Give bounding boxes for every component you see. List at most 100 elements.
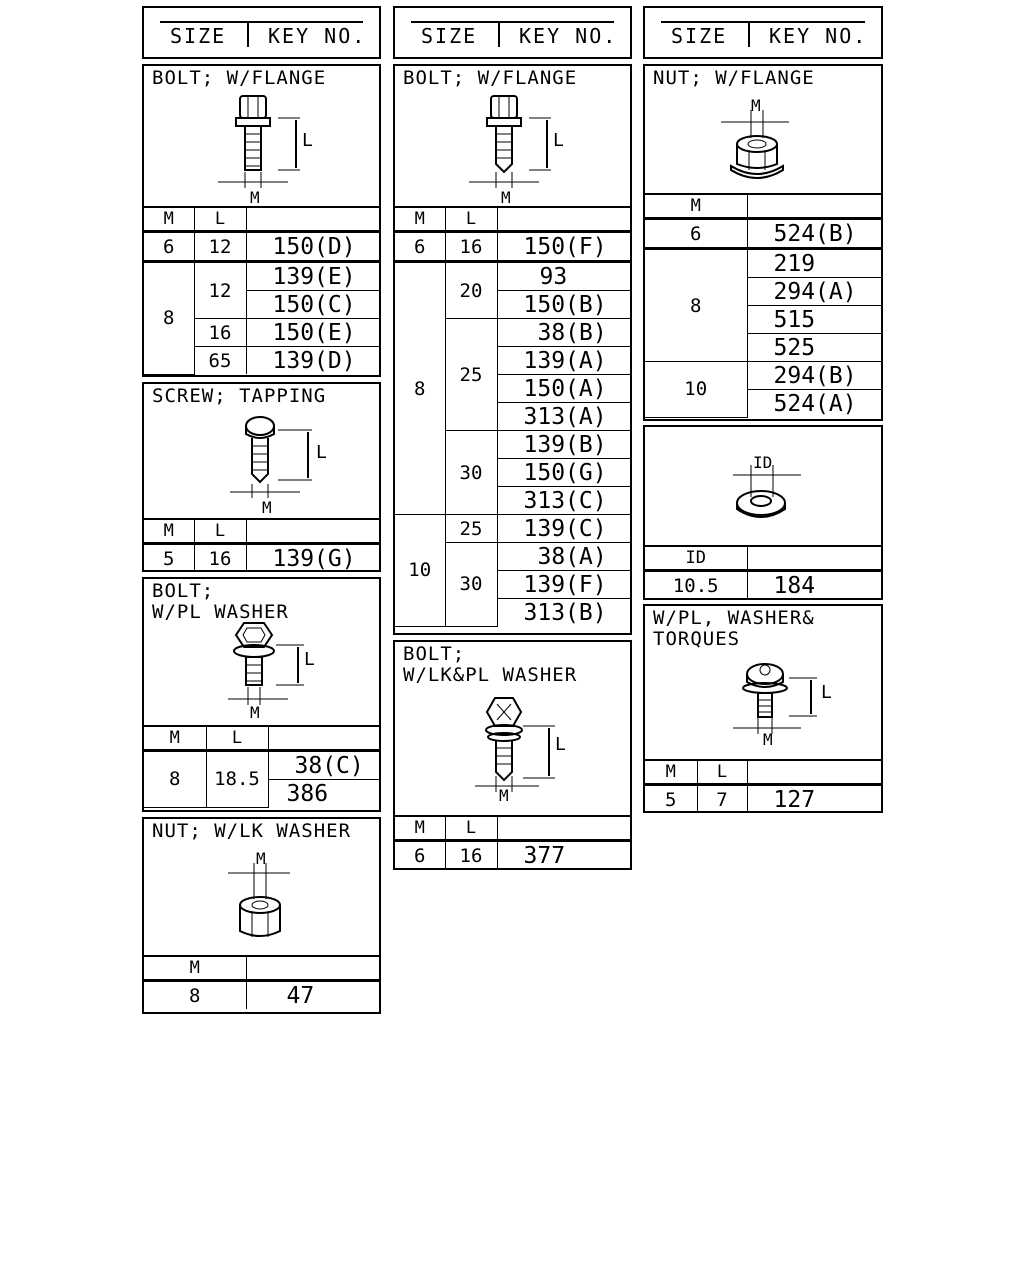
col-l: L — [444, 815, 498, 842]
key-no-cell: 294(A) — [747, 277, 881, 306]
key-no-cell: 525 — [747, 333, 881, 362]
m-cell: 10 — [395, 514, 446, 627]
key-no-cell: 313(C) — [497, 486, 630, 515]
key-no-cell: 313(B) — [497, 598, 630, 626]
part-title: NUT; W/LK WASHER — [152, 820, 352, 842]
bolt-flange-illustration — [218, 95, 300, 188]
m-cell: 8 — [144, 750, 207, 808]
m-cell: 8 — [144, 980, 247, 1009]
col-m: M — [144, 206, 195, 233]
id-cell: 10.5 — [645, 570, 748, 599]
screw-tapping-illustration — [230, 416, 312, 498]
dim-id-label: ID — [753, 453, 773, 472]
m-cell: 8 — [144, 260, 195, 375]
m-cell: 6 — [645, 218, 748, 249]
part-title: BOLT; W/FLANGE — [152, 67, 327, 89]
key-no-cell: 524(A) — [747, 389, 881, 417]
part-title: W/PL, WASHER&TORQUES — [653, 607, 815, 650]
part-title: BOLT; W/FLANGE — [403, 67, 578, 89]
dim-m-label: M — [250, 188, 260, 207]
key-no-cell: 150(E) — [245, 318, 379, 347]
l-cell: 12 — [193, 231, 247, 262]
l-cell: 7 — [696, 784, 748, 813]
dim-m-label: M — [501, 188, 511, 207]
col-m: M — [144, 725, 207, 752]
dim-m-label: M — [262, 498, 272, 517]
col-m: M — [144, 955, 247, 982]
col-id: ID — [645, 545, 748, 572]
m-cell: 6 — [144, 231, 195, 262]
key-no-cell: 386 — [268, 779, 379, 807]
nut-flange-illustration — [721, 110, 789, 179]
l-cell: 30 — [445, 542, 498, 627]
key-no-cell: 47 — [245, 980, 379, 1009]
bolt-lk-pl-washer-illustration — [475, 697, 555, 792]
key-no-cell: 150(C) — [246, 290, 379, 319]
key-no-cell: 139(G) — [245, 543, 379, 572]
m-cell: 8 — [395, 260, 446, 515]
key-no-cell: 515 — [747, 305, 881, 334]
key-no-cell: 524(B) — [746, 218, 881, 250]
l-cell: 12 — [193, 260, 247, 319]
dim-m-label: M — [256, 849, 266, 868]
key-no-cell: 139(E) — [245, 261, 379, 291]
key-no-cell: 150(A) — [497, 374, 630, 403]
key-no-cell: 184 — [746, 570, 881, 599]
key-no-cell: 150(D) — [245, 231, 379, 263]
part-title: BOLT;W/PL WASHER — [152, 580, 289, 623]
size-header: SIZE — [671, 24, 728, 48]
key-no-cell: 150(G) — [497, 458, 630, 487]
key-no-cell: 313(A) — [497, 402, 630, 431]
torx-bolt-illustration — [733, 663, 817, 734]
part-title: NUT; W/FLANGE — [653, 67, 815, 89]
l-cell: 65 — [194, 346, 247, 374]
col-l: L — [444, 206, 498, 233]
m-cell: 6 — [395, 231, 446, 262]
key-no-cell: 38(C) — [267, 750, 379, 780]
key-no-cell: 377 — [496, 840, 630, 869]
m-cell: 5 — [144, 543, 195, 572]
l-cell: 16 — [193, 543, 247, 572]
m-cell: 5 — [645, 784, 698, 813]
col-l: L — [696, 759, 748, 786]
m-cell: 10 — [645, 361, 748, 418]
col-m: M — [645, 193, 748, 220]
dim-l-label: L — [304, 649, 315, 670]
bolt-flange-illustration — [469, 95, 551, 188]
key-no-cell: 219 — [746, 248, 881, 278]
dim-l-label: L — [302, 130, 313, 151]
key-no-cell: 150(F) — [496, 231, 630, 263]
dim-l-label: L — [821, 682, 832, 703]
header-col2: SIZE KEY NO. — [393, 6, 632, 59]
key-no-cell: 139(F) — [497, 570, 630, 599]
washer-illustration — [733, 465, 801, 518]
part-title: SCREW; TAPPING — [152, 385, 327, 407]
l-cell: 25 — [445, 318, 498, 431]
dim-m-label: M — [763, 730, 773, 749]
dim-m-label: M — [250, 703, 260, 722]
col-m: M — [645, 759, 698, 786]
key-no-cell: 93 — [496, 261, 630, 291]
key-no-cell: 139(D) — [245, 346, 379, 374]
bolt-pl-washer-illustration — [228, 622, 304, 705]
l-cell: 16 — [444, 231, 498, 262]
m-cell: 8 — [645, 247, 748, 362]
col-l: L — [193, 206, 247, 233]
key-no-cell: 139(B) — [496, 430, 630, 459]
